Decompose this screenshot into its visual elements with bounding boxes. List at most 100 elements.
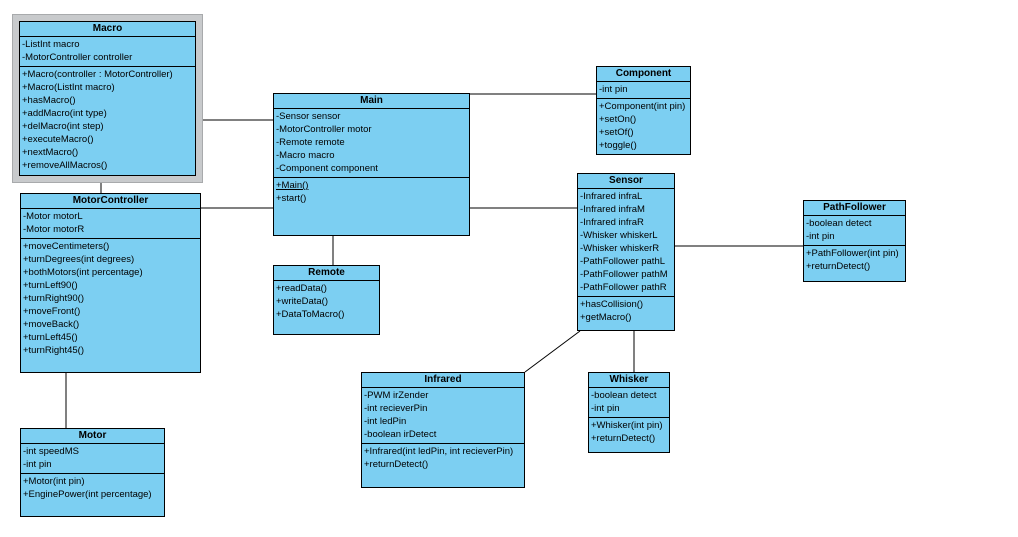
method: +removeAllMacros(): [22, 160, 108, 171]
method: +returnDetect(): [591, 433, 656, 444]
attribute: -int recieverPin: [364, 403, 428, 414]
attribute: -Whisker whiskerR: [580, 243, 660, 254]
class-main[interactable]: Main -Sensor sensor -MotorController motor…: [273, 93, 470, 236]
class-infrared[interactable]: Infrared -PWM irZender -int recieverPin -in…: [361, 372, 525, 488]
class-title-pathfollower: PathFollower: [804, 201, 905, 216]
attribute: -int ledPin: [364, 416, 407, 427]
methods-compartment: +Main() +start(): [274, 178, 469, 235]
method: +start(): [276, 193, 307, 204]
class-motorcontroller[interactable]: MotorController-Motor motorL-Motor motor…: [20, 193, 201, 373]
attribute: -PWM irZender: [364, 390, 429, 401]
method: +PathFollower(int pin): [806, 248, 899, 259]
attribute: -Macro macro: [276, 150, 335, 161]
method: +hasCollision(): [580, 299, 644, 310]
attribute: -Component component: [276, 163, 378, 174]
attribute: -int pin: [806, 231, 835, 242]
method: +setOn(): [599, 114, 637, 125]
class-sensor[interactable]: Sensor-Infrared infraL-Infrared infraM-I…: [577, 173, 675, 331]
class-title-infrared: Infrared: [362, 373, 524, 388]
attributes-compartment: -int pin: [597, 82, 690, 99]
attribute: -int speedMS: [23, 446, 79, 457]
attribute: -Infrared infraM: [580, 204, 645, 215]
method: +moveFront(): [23, 306, 81, 317]
class-pathfollower[interactable]: PathFollower -boolean detect -int pin +Path…: [803, 200, 906, 282]
method: +turnLeft90(): [23, 280, 78, 291]
method: +nextMacro(): [22, 147, 79, 158]
class-title-motor: Motor: [21, 429, 164, 444]
attributes-compartment: -Infrared infraL -Infrared infraM -Infrare…: [578, 189, 674, 297]
attribute: -Infrared infraL: [580, 191, 643, 202]
method: +addMacro(int type): [22, 108, 107, 119]
method: +Motor(int pin): [23, 476, 85, 487]
attribute: -Whisker whiskerL: [580, 230, 658, 241]
class-title-motorcontroller: MotorController: [21, 194, 200, 209]
methods-compartment: +hasCollision() +getMacro(): [578, 297, 674, 330]
attribute: -Motor motorR: [23, 224, 85, 235]
method: +turnRight90(): [23, 293, 84, 304]
class-whisker[interactable]: Whisker -boolean detect -int pin +Whisker(i…: [588, 372, 670, 453]
method: +moveCentimeters(): [23, 241, 110, 252]
method: +Main(): [276, 180, 309, 191]
attributes-compartment: -Sensor sensor -MotorController motor -Rem…: [274, 109, 469, 178]
attribute: -Infrared infraR: [580, 217, 644, 228]
attribute: -Remote remote: [276, 137, 345, 148]
attribute: -PathFollower pathL: [580, 256, 666, 267]
attribute: -boolean irDetect: [364, 429, 437, 440]
class-title-macro: Macro: [20, 22, 195, 37]
class-title-remote: Remote: [274, 266, 379, 281]
attributes-compartment: -boolean detect -int pin: [804, 216, 905, 246]
class-title-component: Component: [597, 67, 690, 82]
method: +EnginePower(int percentage): [23, 489, 152, 500]
attribute: -PathFollower pathR: [580, 282, 667, 293]
class-title-whisker: Whisker: [589, 373, 669, 388]
method: +turnRight45(): [23, 345, 84, 356]
attribute: -Motor motorL: [23, 211, 83, 222]
method: +toggle(): [599, 140, 637, 151]
class-remote[interactable]: Remote+readData()+writeData()+DataToMacr…: [273, 265, 380, 335]
method: +moveBack(): [23, 319, 80, 330]
attribute: -int pin: [23, 459, 52, 470]
method: +returnDetect(): [364, 459, 429, 470]
attribute: -Sensor sensor: [276, 111, 341, 122]
method: +executeMacro(): [22, 134, 94, 145]
methods-compartment: +Whisker(int pin) +returnDetect(): [589, 418, 669, 452]
method: +hasMacro(): [22, 95, 76, 106]
method: +turnLeft45(): [23, 332, 78, 343]
method: +turnDegrees(int degrees): [23, 254, 135, 265]
class-component[interactable]: Component-int pin+Component(int pin)+set…: [596, 66, 691, 155]
methods-compartment: +readData()+writeData()+DataToMacro(): [274, 281, 379, 334]
method: +bothMotors(int percentage): [23, 267, 143, 278]
connector-sensor-infrared[interactable]: [524, 330, 581, 373]
attributes-compartment: -Motor motorL -Motor motorR: [21, 209, 200, 239]
attribute: -MotorController controller: [22, 52, 133, 63]
method: +writeData(): [276, 296, 328, 307]
attributes-compartment: -PWM irZender -int recieverPin -int ledPin…: [362, 388, 524, 444]
method: +Macro(ListInt macro): [22, 82, 115, 93]
methods-compartment: +Macro(controller : MotorController) +Mac…: [20, 67, 195, 175]
method: +returnDetect(): [806, 261, 871, 272]
attributes-compartment: -ListInt macro -MotorController controlle…: [20, 37, 195, 67]
attribute: -MotorController motor: [276, 124, 372, 135]
method: +delMacro(int step): [22, 121, 104, 132]
methods-compartment: +Component(int pin)+setOn()+setOf()+togg…: [597, 99, 690, 154]
class-macro[interactable]: Macro -ListInt macro -MotorController cont…: [19, 21, 196, 176]
methods-compartment: +Infrared(int ledPin, int recieverPin) +r…: [362, 444, 524, 487]
methods-compartment: +Motor(int pin) +EnginePower(int percenta…: [21, 474, 164, 516]
class-title-sensor: Sensor: [578, 174, 674, 189]
method: +Infrared(int ledPin, int recieverPin): [364, 446, 514, 457]
attribute: -boolean detect: [806, 218, 872, 229]
method: +Macro(controller : MotorController): [22, 69, 173, 80]
methods-compartment: +PathFollower(int pin) +returnDetect(): [804, 246, 905, 281]
class-title-main: Main: [274, 94, 469, 109]
method: +Whisker(int pin): [591, 420, 663, 431]
attribute: -int pin: [591, 403, 620, 414]
attribute: -ListInt macro: [22, 39, 80, 50]
attribute: -boolean detect: [591, 390, 657, 401]
class-motor[interactable]: Motor -int speedMS -int pin +Motor(int pin)…: [20, 428, 165, 517]
method: +getMacro(): [580, 312, 632, 323]
method: +readData(): [276, 283, 327, 294]
attribute: -PathFollower pathM: [580, 269, 668, 280]
attributes-compartment: -boolean detect -int pin: [589, 388, 669, 418]
